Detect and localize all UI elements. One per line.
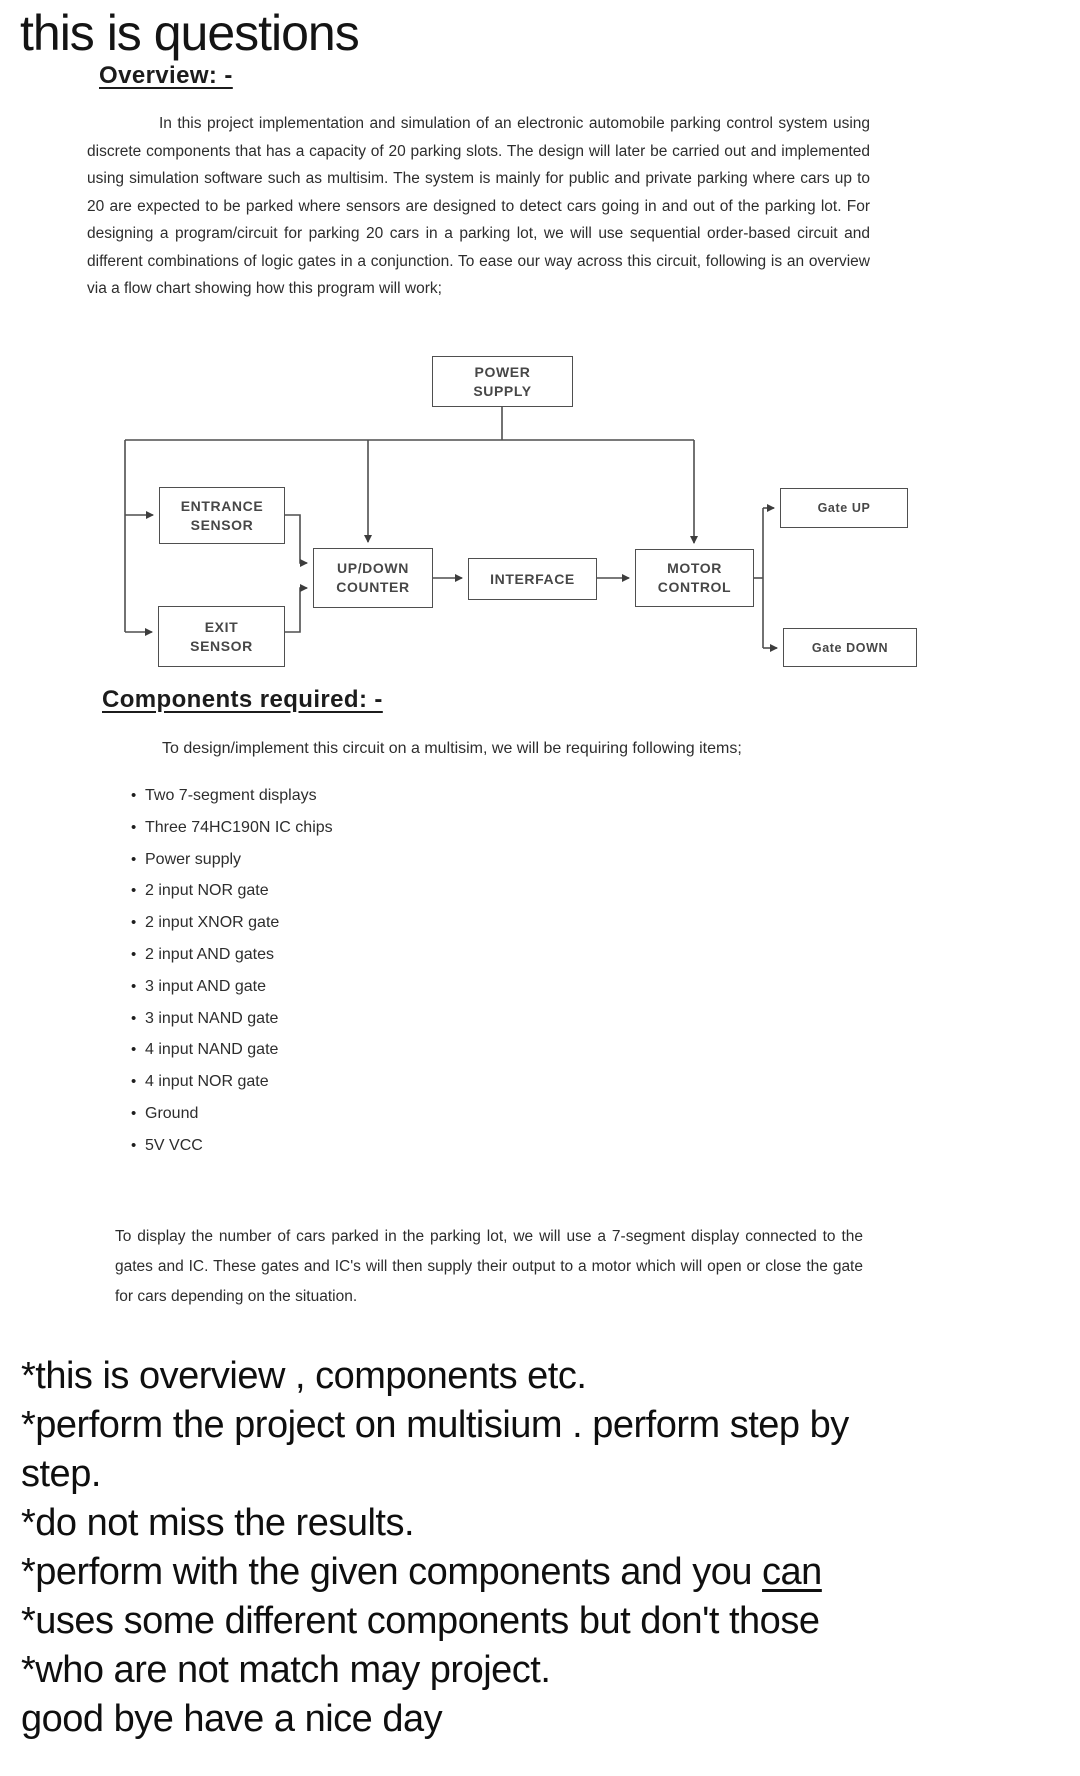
flowchart-node-power-supply: POWER SUPPLY bbox=[432, 356, 573, 407]
note-line-prefix: *perform with the given components and y… bbox=[21, 1551, 763, 1593]
flowchart-node-up-down-counter: UP/DOWN COUNTER bbox=[313, 548, 433, 608]
note-underlined-word: can bbox=[762, 1551, 822, 1593]
connector-exit-to-counter bbox=[285, 584, 308, 633]
bullet-icon: • bbox=[131, 914, 137, 932]
bullet-icon: • bbox=[131, 945, 137, 963]
list-item: • 3 input AND gate bbox=[131, 971, 333, 1003]
list-item-label: 3 input AND gate bbox=[145, 977, 266, 995]
flowchart-node-exit-sensor: EXIT SENSOR bbox=[158, 606, 285, 667]
bullet-icon: • bbox=[131, 882, 137, 900]
note-line: *uses some different components but don'… bbox=[21, 1600, 820, 1642]
list-item-label: Two 7-segment displays bbox=[145, 787, 317, 804]
overview-heading: Overview: - bbox=[99, 62, 233, 89]
components-list: • Two 7-segment displays • Three 74HC190N … bbox=[131, 780, 333, 1162]
list-item-label: 4 input NOR gate bbox=[145, 1073, 269, 1091]
list-item: • Three 74HC190N IC chips bbox=[131, 812, 333, 844]
list-item-label: 5V VCC bbox=[145, 1136, 203, 1154]
note-line: *perform the project on multisium . perf… bbox=[21, 1404, 849, 1446]
note-line: *who are not match may project. bbox=[21, 1649, 551, 1691]
components-heading: Components required: - bbox=[102, 686, 383, 713]
flowchart-node-interface: INTERFACE bbox=[468, 558, 597, 600]
list-item: • 2 input XNOR gate bbox=[131, 907, 333, 939]
list-item: • Power supply bbox=[131, 844, 333, 876]
list-item-label: Ground bbox=[145, 1104, 199, 1122]
list-item: • 5V VCC bbox=[131, 1130, 333, 1162]
note-line: step. bbox=[21, 1453, 101, 1495]
bullet-icon: • bbox=[131, 977, 137, 995]
connector-entrance-to-counter bbox=[285, 514, 308, 567]
flowchart-node-motor-control: MOTOR CONTROL bbox=[635, 549, 754, 607]
note-line: good bye have a nice day bbox=[21, 1698, 443, 1740]
flowchart: POWER SUPPLY ENTRANCE SENSOR EXIT SENSOR… bbox=[100, 340, 930, 680]
list-item: • Ground bbox=[131, 1098, 333, 1130]
bullet-icon: • bbox=[131, 1041, 137, 1059]
list-item-label: 2 input AND gates bbox=[145, 945, 274, 963]
bullet-icon: • bbox=[131, 787, 137, 804]
note-line: *this is overview , components etc. bbox=[21, 1355, 587, 1397]
bullet-icon: • bbox=[131, 1009, 137, 1027]
list-item-label: 2 input XNOR gate bbox=[145, 914, 280, 932]
bullet-icon: • bbox=[131, 1073, 137, 1091]
list-item: • 3 input NAND gate bbox=[131, 1003, 333, 1035]
list-item: • 2 input AND gates bbox=[131, 939, 333, 971]
page-title: this is questions bbox=[20, 5, 360, 61]
overview-paragraph: In this project implementation and simul… bbox=[87, 115, 870, 297]
note-line: *perform with the given components and y… bbox=[21, 1548, 849, 1597]
bullet-icon: • bbox=[131, 1136, 137, 1154]
list-item: • Two 7-segment displays bbox=[131, 780, 333, 812]
handwritten-notes: *this is overview , components etc. *per… bbox=[21, 1352, 849, 1744]
flowchart-node-entrance-sensor: ENTRANCE SENSOR bbox=[159, 487, 285, 544]
list-item-label: 4 input NAND gate bbox=[145, 1041, 279, 1059]
list-item-label: Three 74HC190N IC chips bbox=[145, 818, 333, 836]
flowchart-connectors bbox=[124, 407, 778, 652]
list-item-label: Power supply bbox=[145, 850, 242, 868]
list-item: • 4 input NAND gate bbox=[131, 1034, 333, 1066]
bullet-icon: • bbox=[131, 1104, 137, 1122]
bullet-icon: • bbox=[131, 818, 137, 836]
list-item-label: 3 input NAND gate bbox=[145, 1009, 279, 1027]
note-line: *do not miss the results. bbox=[21, 1502, 415, 1544]
list-item: • 4 input NOR gate bbox=[131, 1066, 333, 1098]
bullet-icon: • bbox=[131, 850, 137, 868]
display-paragraph: To display the number of cars parked in … bbox=[115, 1228, 863, 1305]
flowchart-node-gate-down: Gate DOWN bbox=[783, 628, 917, 667]
list-item: • 2 input NOR gate bbox=[131, 875, 333, 907]
components-intro: To design/implement this circuit on a mu… bbox=[162, 740, 742, 757]
list-item-label: 2 input NOR gate bbox=[145, 882, 269, 900]
flowchart-node-gate-up: Gate UP bbox=[780, 488, 908, 528]
